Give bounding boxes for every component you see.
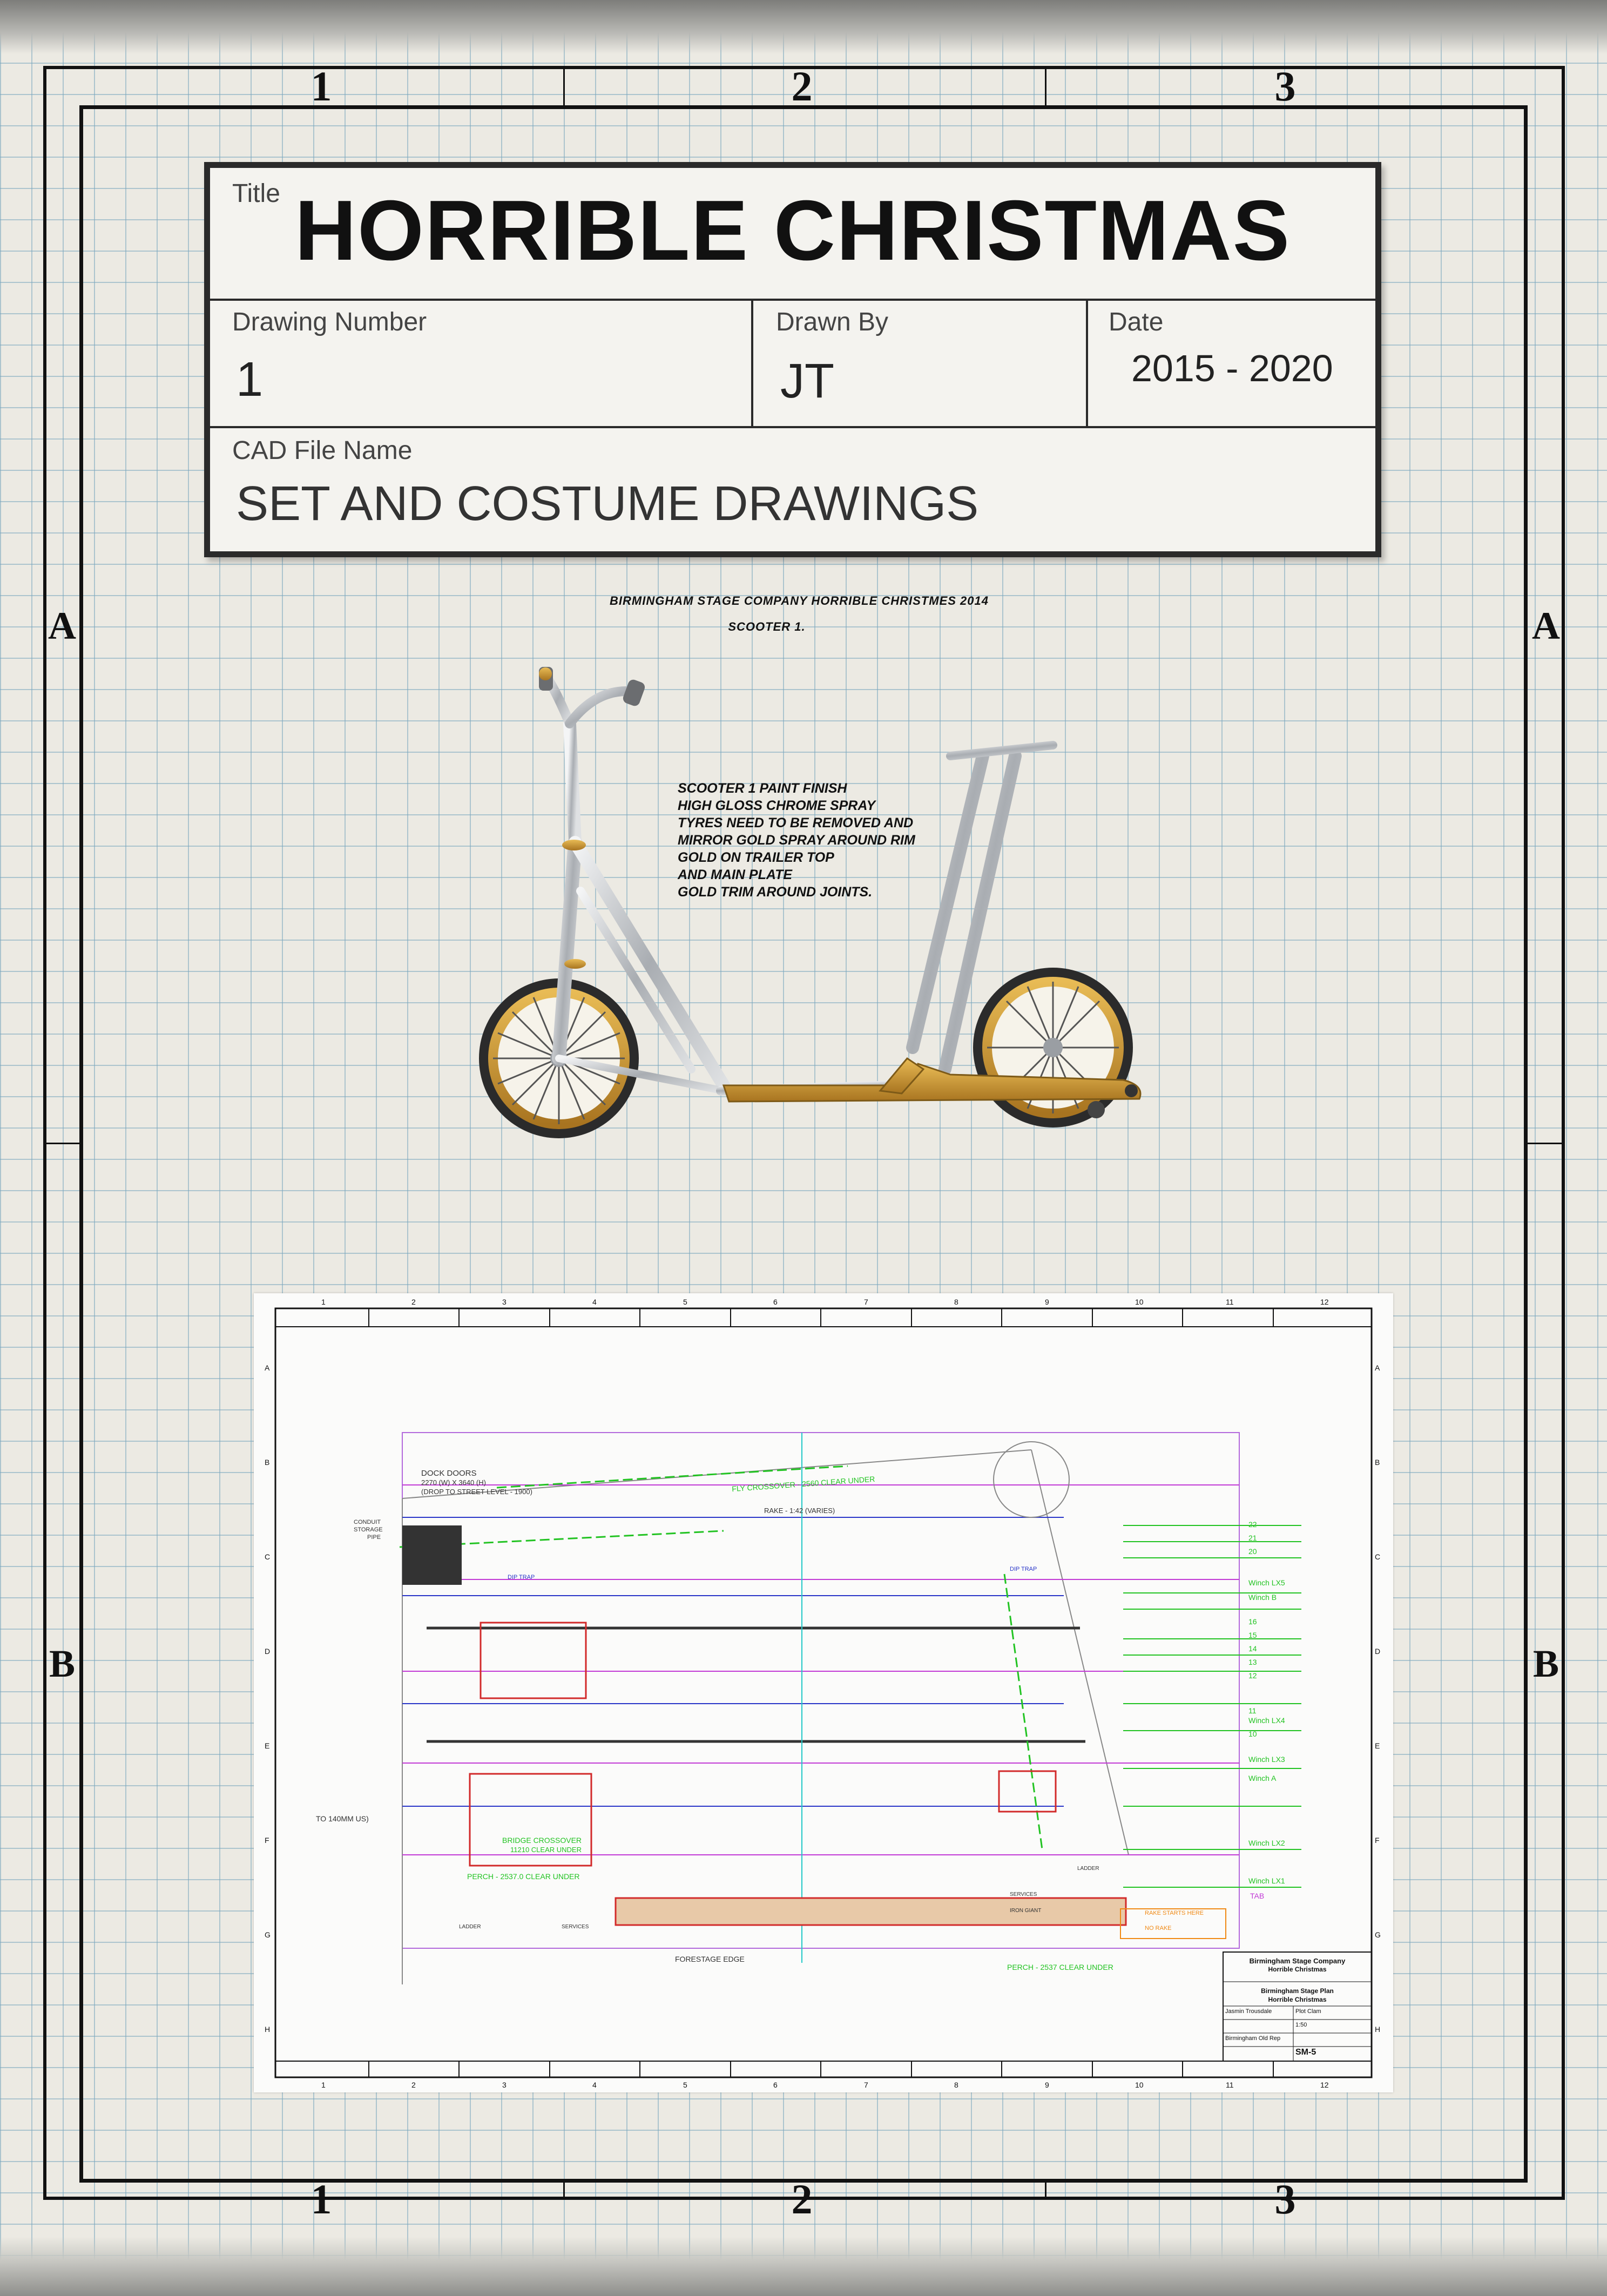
zone-tick [563,2183,565,2200]
scooter-heading: BIRMINGHAM STAGE COMPANY HORRIBLE CHRIST… [610,594,989,607]
plan-row-labels: A B C D E F G H [265,1363,271,2034]
plan-annotations: DOCK DOORS 2270 (W) X 3640 (H) (DROP TO … [316,1469,1265,1971]
stage-plan-drawing [274,1307,1373,2078]
date-label: Date [1109,308,1164,336]
right-grip [623,679,645,706]
cad-file-name: SET AND COSTUME DRAWINGS [236,477,979,531]
scan-shadow-bottom [0,2237,1607,2296]
bar-numbers: 22 21 20 16 15 14 13 12 11 10 [1248,1520,1257,1738]
dock-doors-label: DOCK DOORS [421,1469,477,1478]
scan-shadow-top [0,0,1607,54]
trailer-wheel [1088,1101,1105,1118]
inner-border [79,105,1528,2183]
bridge-crossover-label: BRIDGE CROSSOVER [502,1836,582,1845]
plan-row-labels-right: A B C D E F G H [1375,1363,1381,2034]
stage-plan-sheet: 1 2 3 4 5 6 7 8 9 10 11 12 1 2 3 4 5 6 7… [254,1293,1393,2092]
zone-column-label: 1 [310,2176,332,2223]
cad-file-cell [208,426,1378,553]
fly-crossover-label: FLY CROSSOVER - 2560 CLEAR UNDER [731,1474,875,1494]
title-block: Title HORRIBLE CHRISTMAS Drawing Number … [204,162,1381,557]
zone-column-label: 3 [1274,63,1296,110]
date: 2015 - 2020 [1131,347,1333,389]
winch-labels: Winch LX5 Winch B Winch LX4 Winch LX3 Wi… [1248,1578,1285,1885]
rake-label: RAKE - 1:42 (VARIES) [764,1507,835,1515]
drawing-number-label: Drawing Number [232,308,427,336]
plan-column-labels: 1 2 3 4 5 6 7 8 9 10 11 12 [321,1298,1329,1306]
zone-row-label: A [1532,604,1560,647]
zone-column-label: 3 [1274,2176,1296,2223]
zone-tick [1045,2183,1046,2200]
gold-trim [539,667,586,969]
zone-column-label: 2 [791,2176,813,2223]
cad-file-label: CAD File Name [232,436,413,465]
plan-column-labels-bottom: 1 2 3 4 5 6 7 8 9 10 11 12 [321,2081,1329,2089]
zone-tick [1528,1143,1565,1144]
drawn-by-label: Drawn By [776,308,889,336]
zone-tick [563,66,565,105]
zone-tick [43,1143,79,1144]
zone-column-label: 2 [791,63,813,110]
plan-title-block: Birmingham Stage Company Horrible Christ… [1225,1957,1346,2057]
drawing-number: 1 [236,353,264,407]
outer-border [43,66,1565,2200]
zone-column-label: 1 [310,63,332,110]
plan-grid-ticks [368,1308,1274,2077]
drawn-by: JT [780,354,834,408]
scooter-illustration [479,667,1142,1138]
drawing-title: HORRIBLE CHRISTMAS [294,183,1291,278]
zone-row-label: B [49,1642,76,1685]
scooter-subheading: SCOOTER 1. [728,620,806,633]
zone-row-label: B [1532,1642,1559,1685]
forestage-edge-label: FORESTAGE EDGE [675,1955,745,1963]
zone-row-label: A [48,604,76,647]
paint-note: SCOOTER 1 PAINT FINISH HIGH GLOSS CHROME… [678,781,915,900]
title-label: Title [232,179,280,208]
zone-tick [1045,66,1046,105]
